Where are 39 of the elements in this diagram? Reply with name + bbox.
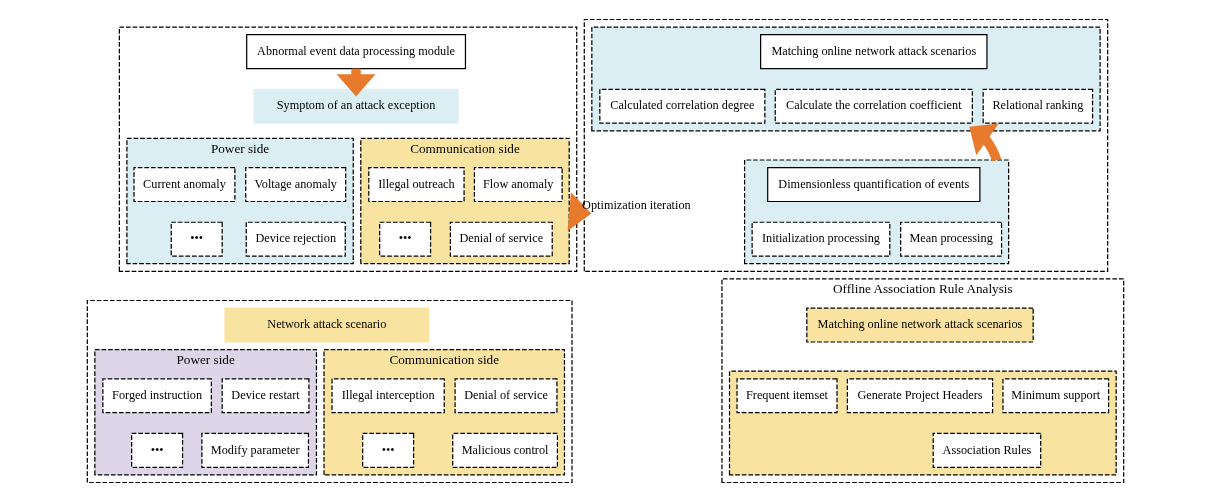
- node-box: •••: [131, 432, 184, 469]
- node-box: Generate Project Headers: [846, 378, 994, 414]
- node-box: Device rejection: [245, 221, 346, 257]
- cluster: [591, 26, 1101, 132]
- node-box: Modify parameter: [201, 432, 310, 469]
- node-box: Calculate the correlation coefficient: [774, 88, 973, 124]
- node-box: Illegal outreach: [368, 166, 465, 203]
- node-box: Network attack scenario: [224, 307, 430, 343]
- cluster: [86, 299, 573, 484]
- node-box: •••: [362, 432, 415, 469]
- arrow: [567, 192, 592, 232]
- node-box: Minimum support: [1002, 378, 1110, 414]
- node-box: Abnormal event data processing module: [246, 33, 467, 70]
- node-box: Dimensionless quantification of events: [767, 166, 981, 203]
- node-box: Matching online network attack scenarios: [760, 33, 988, 70]
- node-box: Device restart: [221, 378, 310, 414]
- node-box: •••: [379, 221, 432, 257]
- node-box: Matching online network attack scenarios: [806, 307, 1034, 343]
- node-box: Forged instruction: [102, 378, 212, 414]
- node-box: Frequent itemset: [736, 378, 838, 414]
- node-box: Relational ranking: [982, 88, 1094, 124]
- cluster: [118, 26, 578, 272]
- node-box: Flow anomaly: [473, 166, 563, 203]
- node-box: Malicious control: [452, 432, 559, 469]
- node-box: Initialization processing: [751, 221, 891, 257]
- node-box: •••: [170, 221, 223, 257]
- node-box: Calculated correlation degree: [599, 88, 766, 124]
- node-box: Association Rules: [932, 432, 1042, 469]
- cluster: [583, 18, 1109, 272]
- cluster: [728, 370, 1117, 476]
- node-box: Illegal interception: [331, 378, 445, 414]
- node-box: Denial of service: [454, 378, 558, 414]
- node-box: Voltage anomaly: [245, 166, 347, 203]
- node-box: Current anomaly: [133, 166, 236, 203]
- node-box: Denial of service: [449, 221, 553, 257]
- node-box: Mean processing: [900, 221, 1003, 257]
- arrow: [969, 123, 1002, 162]
- node-box: Symptom of an attack exception: [253, 88, 459, 124]
- cluster: [743, 159, 1010, 265]
